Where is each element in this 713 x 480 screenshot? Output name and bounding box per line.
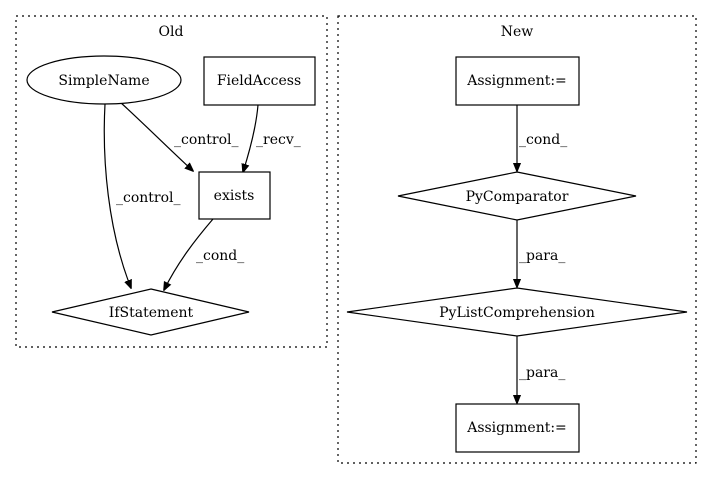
cluster-new-label: New [501,24,534,40]
node-assignment-bottom-label: Assignment:= [466,420,567,436]
node-pylistcomprehension-label: PyListComprehension [439,305,595,321]
node-simplename-label: SimpleName [58,73,149,89]
node-pycomparator[interactable]: PyComparator [397,171,637,221]
edge-pylistcomprehension-assignment[interactable]: _para_ [517,336,565,403]
edge-pycomparator-pylistcomprehension-label: _para_ [519,248,565,264]
edge-fieldaccess-exists-label: _recv_ [256,132,301,148]
edge-assignment-pycomparator[interactable]: _cond_ [517,105,567,171]
edge-simplename-ifstatement[interactable]: _control_ [103,103,181,288]
node-exists-label: exists [214,188,255,204]
edge-assignment-pycomparator-label: _cond_ [519,132,567,148]
edge-exists-ifstatement[interactable]: _cond_ [164,218,244,290]
node-ifstatement-label: IfStatement [109,305,194,321]
node-exists[interactable]: exists [198,171,271,220]
node-simplename[interactable]: SimpleName [26,55,182,105]
edge-pycomparator-pylistcomprehension[interactable]: _para_ [517,219,565,287]
cluster-old-label: Old [159,24,184,40]
edge-pylistcomprehension-assignment-label: _para_ [519,365,565,381]
edge-simplename-exists[interactable]: _control_ [119,101,239,171]
edge-simplename-ifstatement-label: _control_ [116,190,181,206]
node-assignment-top-label: Assignment:= [466,73,567,89]
edge-simplename-exists-label: _control_ [174,132,239,148]
node-assignment-bottom[interactable]: Assignment:= [455,403,580,453]
node-assignment-top[interactable]: Assignment:= [455,56,580,106]
node-pycomparator-label: PyComparator [466,189,569,205]
cluster-old: Old [15,15,328,348]
node-fieldaccess[interactable]: FieldAccess [203,56,316,106]
node-fieldaccess-label: FieldAccess [217,73,301,89]
node-pylistcomprehension[interactable]: PyListComprehension [346,287,688,337]
cluster-new-border [337,15,697,464]
edge-fieldaccess-exists[interactable]: _recv_ [243,104,301,172]
node-ifstatement[interactable]: IfStatement [51,288,250,336]
cluster-new: New [337,15,697,464]
edge-exists-ifstatement-label: _cond_ [196,248,244,264]
